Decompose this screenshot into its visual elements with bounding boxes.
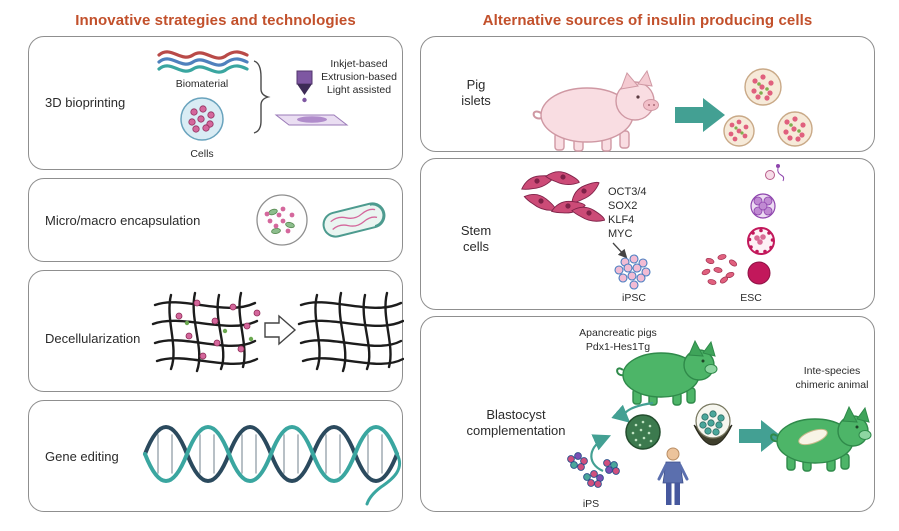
gene-editing-illustration [143, 425, 402, 506]
scaffold-decellularized [297, 291, 404, 373]
pig-islets-label: Pig islets [461, 77, 491, 109]
decellularization-label: Decellularization [45, 331, 141, 346]
fibroblast-cells-icon [518, 168, 608, 226]
bracket [253, 60, 271, 134]
fertilized-egg-icon [765, 164, 785, 182]
panel-decellularization: Decellularization [28, 270, 404, 392]
biomaterial-braid [157, 50, 249, 74]
dna-helix-icon [143, 425, 402, 506]
esc-caption: ESC [740, 292, 762, 304]
blastocyst-label: Blastocyst complementation [466, 407, 566, 439]
pig-to-islets-arrow [675, 98, 725, 132]
panel-stem-cells: Stem cells OCT3/4 SOX [420, 158, 875, 310]
result-line2: chimeric animal [796, 379, 869, 391]
bioprinting-illustration: Biomaterial Cells Inkjet-based Extrusion… [157, 50, 397, 160]
ips-cell-clusters-icon [567, 452, 620, 488]
reprogramming-arrow [612, 242, 628, 259]
bioprinter-icon [274, 70, 349, 126]
encapsulation-illustration [256, 194, 386, 246]
decellularization-arrow [264, 314, 297, 346]
apancreatic-line1: Apancreatic pigs [579, 327, 657, 339]
encapsulation-label: Micro/macro encapsulation [45, 213, 201, 228]
bioprinting-label: 3D bioprinting [45, 95, 126, 110]
method-inkjet: Inkjet-based [330, 58, 387, 70]
ips-to-blastocyst-arrow [590, 434, 612, 473]
method-light: Light assisted [327, 84, 391, 96]
method-extrusion: Extrusion-based [321, 71, 397, 83]
cells-caption: Cells [190, 148, 213, 160]
decellularization-illustration [151, 291, 404, 373]
blastocyst-illustration: Apancreatic pigs Pdx1-Hes1Tg Inte-specie… [567, 327, 872, 510]
scaffold-cells [175, 299, 261, 360]
pancreas-icon [798, 428, 828, 446]
apancreatic-line2: Pdx1-Hes1Tg [586, 341, 650, 353]
factor-sox: SOX2 [608, 200, 637, 212]
stem-cells-label: Stem cells [460, 223, 492, 255]
islet-cluster-icons [723, 68, 813, 147]
stem-cells-illustration: OCT3/4 SOX2 KLF4 MYC iPSC [518, 164, 785, 304]
biomaterial-caption: Biomaterial [176, 78, 229, 90]
right-column-title: Alternative sources of insulin producing… [482, 12, 813, 29]
result-line1: Inte-species [804, 365, 861, 377]
pig-islets-illustration [532, 68, 813, 152]
ips-caption: iPS [583, 498, 599, 510]
embryoid-icon [747, 261, 771, 285]
panel-encapsulation: Micro/macro encapsulation [28, 178, 403, 262]
panel-3d-bioprinting: 3D bioprinting Biomaterial Cells [28, 36, 403, 170]
factor-oct: OCT3/4 [608, 186, 647, 198]
scaffold-with-cells [151, 291, 259, 373]
macro-capsule-icon [322, 202, 386, 238]
cells-dish [180, 97, 224, 141]
morula-icon [750, 193, 776, 219]
panel-pig-islets: Pig islets [420, 36, 875, 152]
panel-gene-editing: Gene editing [28, 400, 403, 512]
factor-klf: KLF4 [608, 214, 634, 226]
esc-cells-icon [701, 254, 738, 285]
injected-blastocyst-icon [625, 414, 661, 450]
blastocyst-icon [747, 227, 775, 255]
ipsc-caption: iPSC [622, 292, 646, 304]
human-figure-icon [657, 447, 689, 505]
factor-myc: MYC [608, 228, 633, 240]
panel-blastocyst-complementation: Blastocyst complementation [420, 316, 875, 512]
pig-icon [532, 69, 659, 152]
micro-capsule-icon [256, 194, 308, 246]
pig-to-blastocyst-arrow [611, 401, 654, 423]
ipsc-colony-icon [614, 254, 651, 290]
gene-editing-label: Gene editing [45, 449, 119, 464]
cultured-blastocyst-icon [693, 403, 733, 446]
left-column-title: Innovative strategies and technologies [75, 12, 356, 29]
to-chimera-arrow [739, 420, 781, 452]
